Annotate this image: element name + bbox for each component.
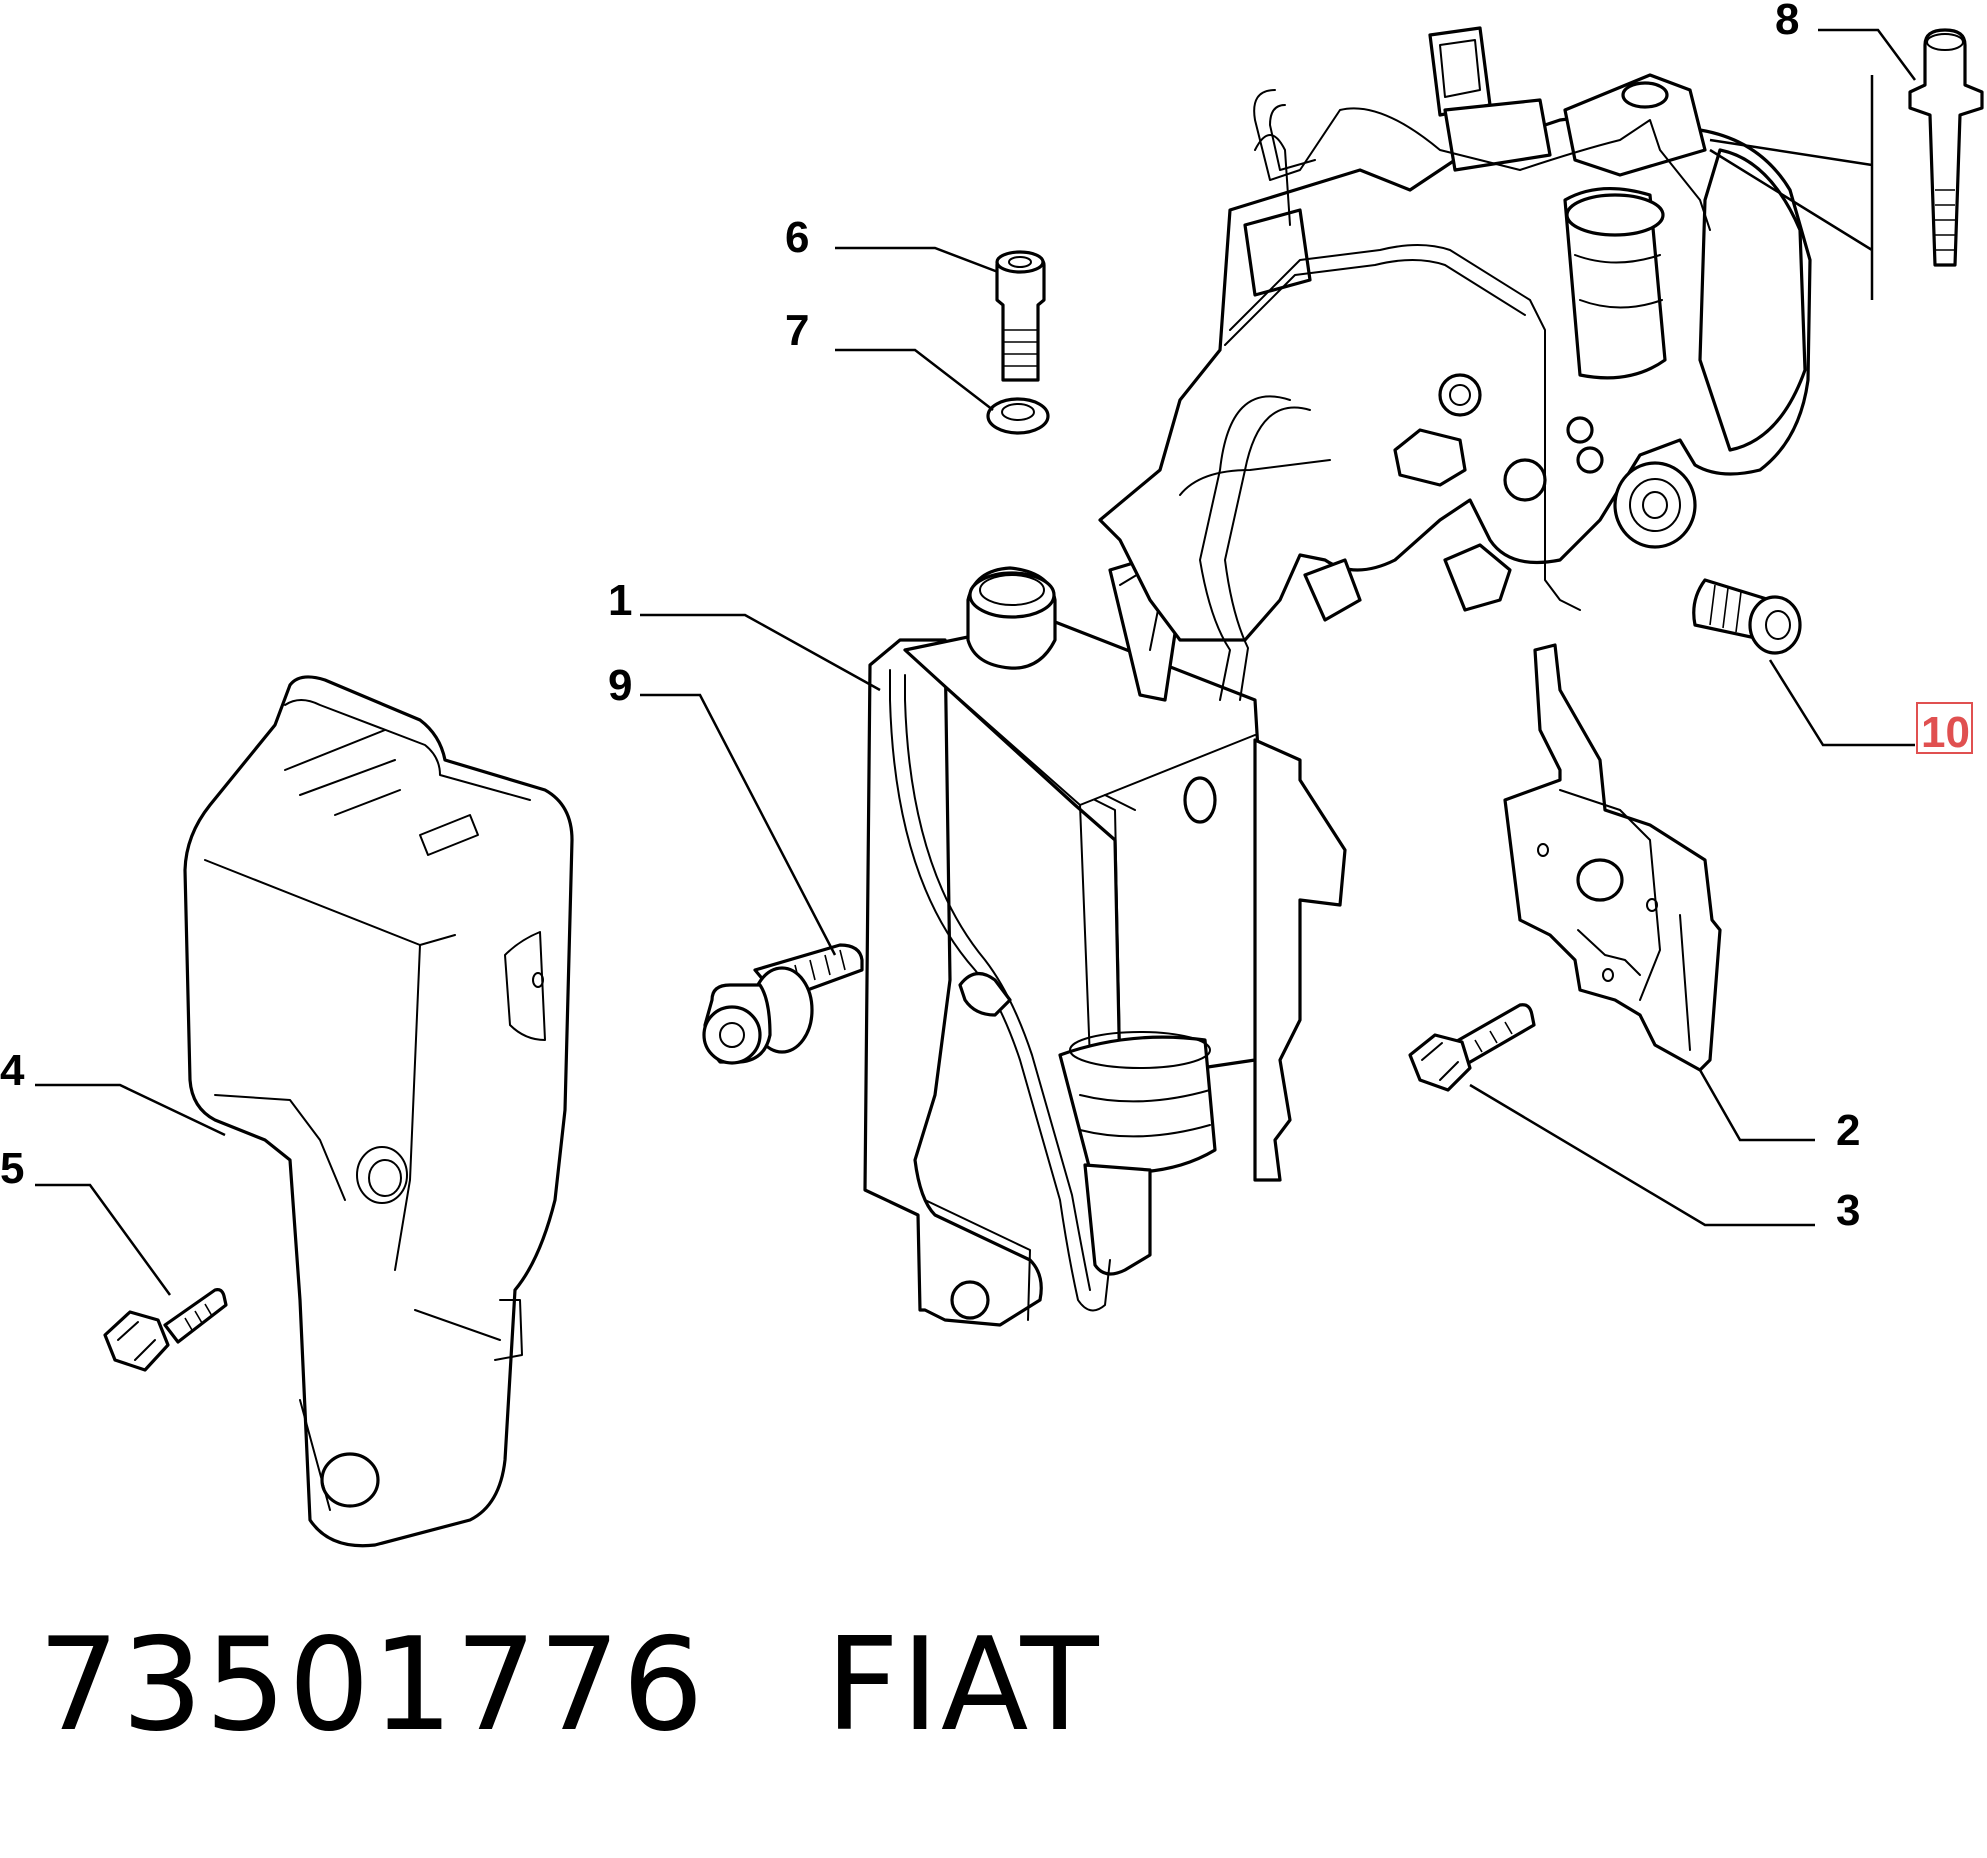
leader-line-4 (35, 1083, 226, 1137)
callout-5[interactable]: 5 (0, 1144, 24, 1193)
heat-shield-cover[interactable] (183, 675, 574, 1548)
hydraulic-actuator-unit[interactable] (863, 553, 1347, 1327)
bolt-8[interactable] (1908, 28, 1984, 267)
leader-line-7 (835, 348, 994, 411)
callout-10[interactable]: 10 (1921, 708, 1970, 757)
callout-6[interactable]: 6 (785, 213, 809, 262)
leader-line-10 (1768, 659, 1915, 747)
callout-7[interactable]: 7 (785, 306, 809, 355)
leader-line-3 (1469, 1083, 1815, 1227)
bolt-9[interactable] (702, 943, 864, 1065)
bolt-10[interactable] (1692, 578, 1802, 655)
callout-3[interactable]: 3 (1836, 1186, 1860, 1235)
part-number: 73501776 (38, 1610, 706, 1760)
bolt-6[interactable] (995, 250, 1046, 382)
leader-line-8 (1818, 28, 1917, 81)
bolt-5[interactable] (103, 1288, 228, 1372)
callout-9[interactable]: 9 (608, 661, 632, 710)
callout-8[interactable]: 8 (1775, 0, 1799, 44)
valve-block-assembly[interactable] (1098, 26, 1812, 701)
leader-line-1 (640, 613, 881, 692)
leader-line-5 (35, 1183, 172, 1296)
leader-line-6 (835, 246, 999, 274)
callout-10-highlight (1916, 702, 1973, 754)
bolt-3[interactable] (1408, 1003, 1536, 1092)
callout-1[interactable]: 1 (608, 576, 632, 625)
leader-line-9 (640, 693, 837, 956)
callout-4[interactable]: 4 (0, 1046, 25, 1095)
part-caption: 73501776 FIAT (38, 1605, 1101, 1765)
mounting-bracket-2[interactable] (1503, 643, 1722, 1072)
leader-line-2 (1698, 1069, 1815, 1142)
callout-2[interactable]: 2 (1836, 1106, 1860, 1155)
leader-line-8-bracket (1709, 75, 1874, 300)
brand-name: FIAT (825, 1610, 1101, 1760)
washer-7[interactable] (986, 397, 1050, 435)
